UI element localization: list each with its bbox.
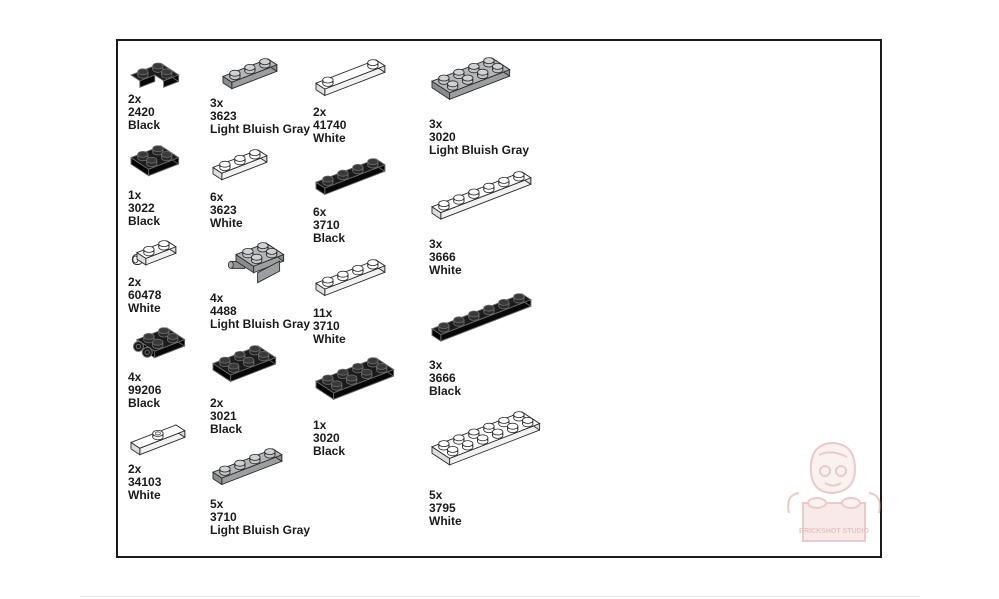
part-image-2420	[127, 53, 287, 133]
part-image-3020-black	[312, 350, 472, 430]
part-image-3710-white	[312, 252, 472, 332]
part-image-4488	[220, 235, 380, 315]
part-image-3623-gray	[219, 51, 379, 131]
part-image-3022	[127, 138, 287, 218]
part-image-3710-gray	[209, 441, 369, 521]
part-image-3666-black	[428, 286, 588, 366]
part-image-3710-black	[312, 151, 472, 231]
part-image-41740	[312, 52, 472, 132]
part-image-60478	[127, 233, 287, 313]
part-image-3021	[209, 338, 369, 418]
part-image-99206	[127, 320, 287, 400]
part-image-3623-white	[209, 142, 369, 222]
part-image-34103	[127, 417, 287, 497]
part-image-3020-gray	[428, 50, 588, 130]
part-image-3795	[428, 404, 588, 484]
divider	[80, 596, 920, 597]
svg-text:BRICKSHOT STUDIO: BRICKSHOT STUDIO	[799, 528, 870, 535]
part-image-3666-white	[428, 164, 588, 244]
brickshot-studio-logo: BRICKSHOT STUDIO	[779, 433, 889, 553]
